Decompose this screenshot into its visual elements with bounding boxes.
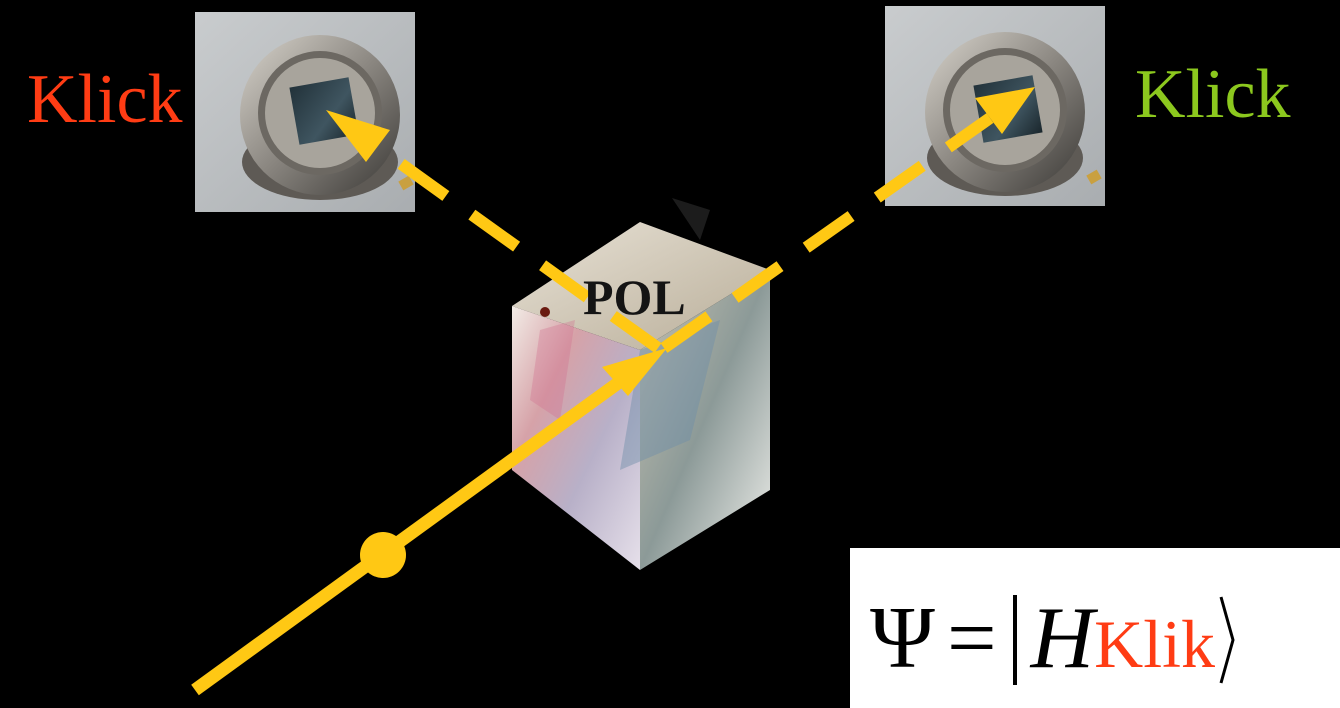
- equals-sign: =: [946, 590, 997, 687]
- formula-panel: [850, 548, 1340, 708]
- polarizer-cube: [512, 198, 770, 570]
- transmitted-beam-right: [660, 113, 994, 353]
- cube-left-face: [512, 306, 640, 570]
- state-subscript: Klik: [1094, 606, 1216, 682]
- reflected-beam-left-arrowhead: [326, 110, 390, 162]
- transmitted-beam-right-arrowhead: [975, 87, 1035, 134]
- detector-right-label: Klick: [1135, 56, 1291, 133]
- light-beams: [191, 87, 1035, 696]
- psi-symbol: Ψ: [870, 590, 935, 687]
- state-symbol: H: [1030, 590, 1095, 687]
- photon-marker: [360, 532, 406, 578]
- prism-label: POL: [583, 269, 686, 325]
- state-formula: Ψ=HKlik: [870, 595, 1235, 685]
- detector-left-label: Klick: [27, 61, 183, 138]
- ket-bar: [1012, 595, 1017, 685]
- reflected-beam-left: [368, 138, 662, 353]
- incoming-beam: [191, 372, 629, 696]
- ket-angle-bracket: [1219, 596, 1235, 684]
- cube-top-face: [512, 222, 770, 350]
- incoming-beam-arrowhead: [602, 348, 667, 396]
- detector-left: [195, 12, 415, 212]
